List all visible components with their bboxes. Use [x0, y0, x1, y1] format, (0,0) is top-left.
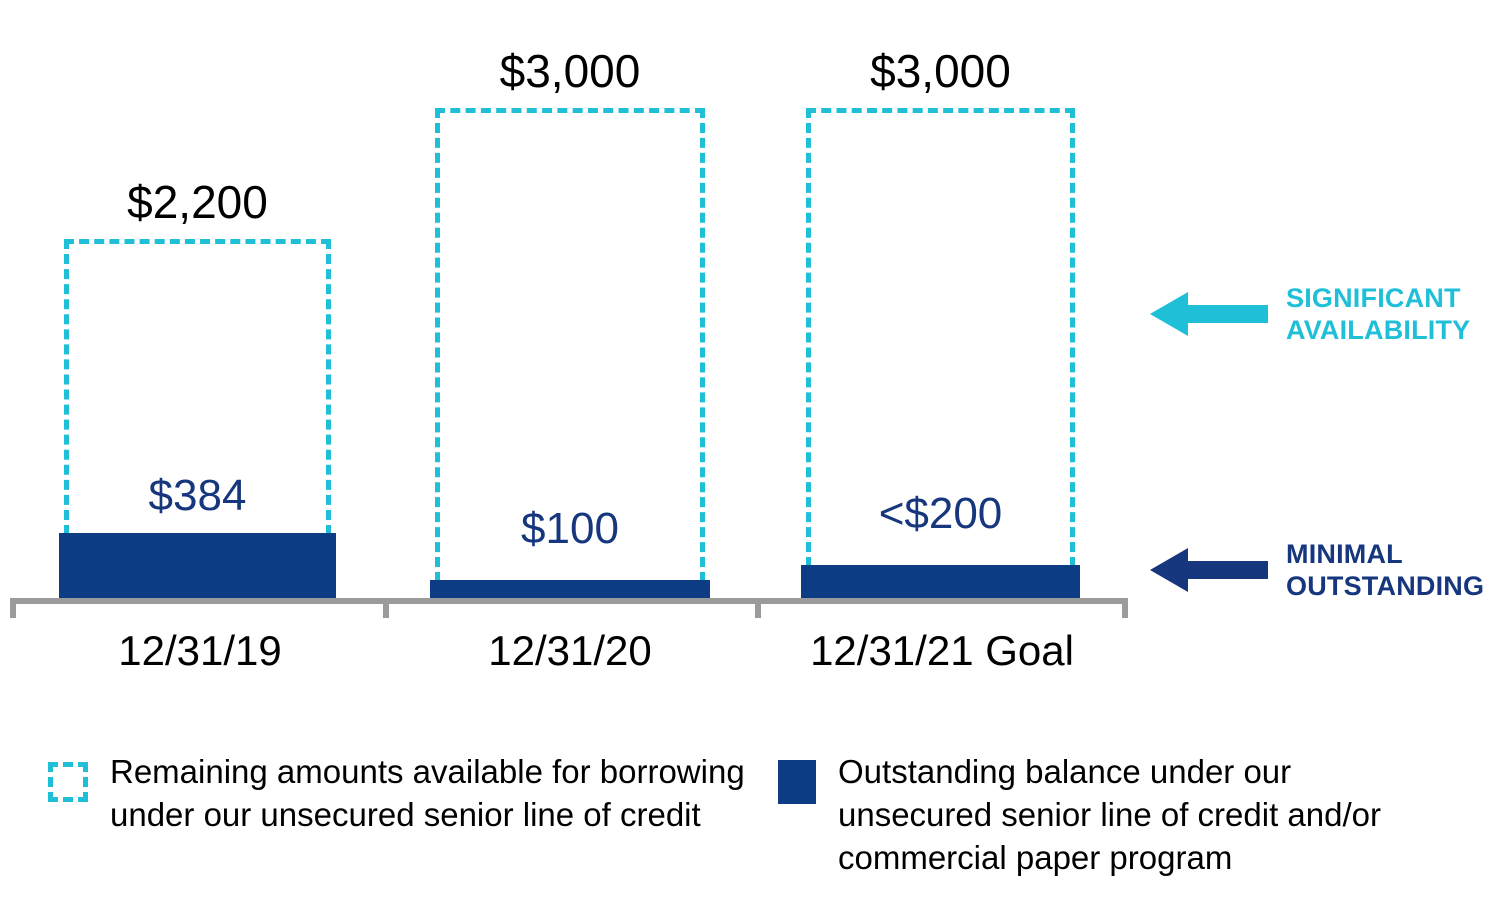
- category-label-1: 12/31/19: [118, 627, 282, 674]
- available-dashed-box-3: [806, 108, 1075, 567]
- arrow-left-cyan-icon: [1150, 286, 1268, 342]
- dashed-box-swatch-icon: [48, 762, 88, 802]
- available-dashed-box-1: [64, 239, 331, 535]
- category-label-2: 12/31/20: [488, 627, 652, 674]
- bar-total-label-1: $2,200: [127, 176, 268, 228]
- arrow-left-navy-icon: [1150, 542, 1268, 598]
- axis-tick-2: [755, 598, 761, 618]
- axis-tick-start: [10, 598, 16, 618]
- legend-item-available-label: Remaining amounts available for borrowin…: [110, 753, 745, 833]
- callout-significant-availability: SIGNIFICANT AVAILABILITY: [1150, 282, 1470, 346]
- chart-legend: Remaining amounts available for borrowin…: [0, 740, 1500, 902]
- bar-total-label-3: $3,000: [870, 45, 1011, 97]
- category-label-3: 12/31/21 Goal: [810, 627, 1074, 674]
- bar-total-label-2: $3,000: [499, 45, 641, 97]
- available-dashed-box-2: [435, 108, 705, 582]
- legend-item-available: Remaining amounts available for borrowin…: [48, 750, 748, 836]
- legend-item-outstanding: Outstanding balance under our unsecured …: [778, 750, 1438, 879]
- legend-item-outstanding-label: Outstanding balance under our unsecured …: [838, 753, 1381, 876]
- x-axis-line: [10, 598, 1128, 604]
- callout-minimal-outstanding-text: MINIMAL OUTSTANDING: [1286, 539, 1485, 601]
- bar-outstanding-label-1: $384: [148, 471, 247, 520]
- callout-minimal-outstanding: MINIMAL OUTSTANDING: [1150, 538, 1484, 602]
- bar-outstanding-label-3: <$200: [878, 489, 1003, 538]
- axis-tick-end: [1122, 598, 1128, 618]
- outstanding-bar-1: [59, 533, 336, 598]
- outstanding-bar-2: [430, 580, 710, 598]
- plot-area: $2,200 $384 $3,000 $100 $3,000 <$200 12/…: [10, 45, 1484, 674]
- bar-outstanding-label-2: $100: [521, 504, 619, 553]
- outstanding-bar-3: [801, 565, 1080, 598]
- axis-tick-1: [383, 598, 389, 618]
- callout-significant-availability-text: SIGNIFICANT AVAILABILITY: [1286, 283, 1471, 345]
- solid-box-swatch-icon: [778, 760, 816, 804]
